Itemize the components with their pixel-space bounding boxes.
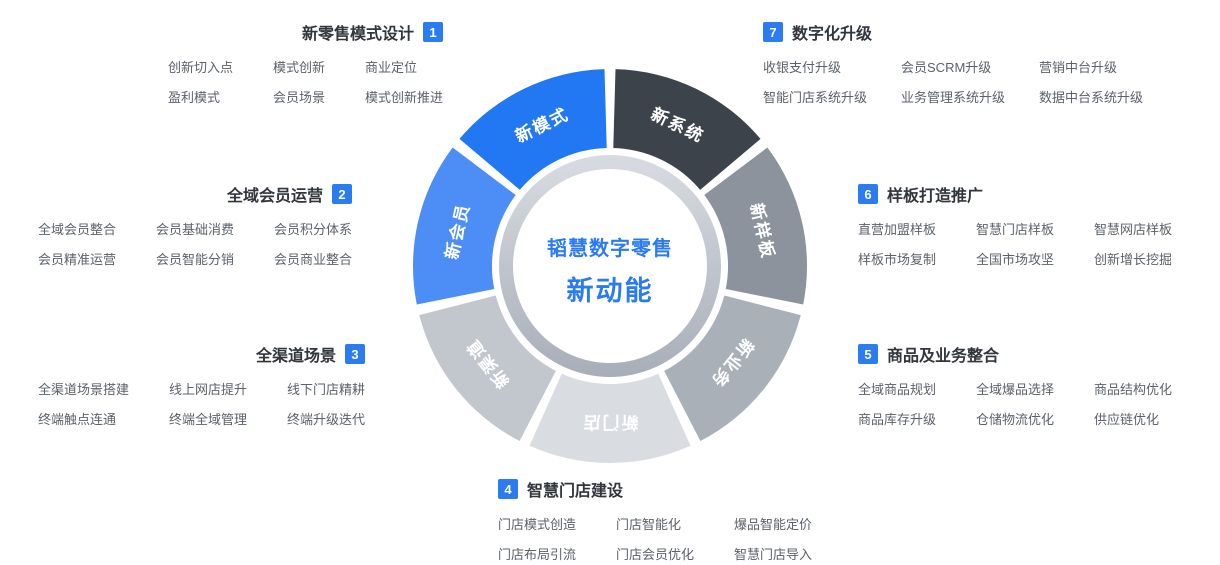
group-item: 智慧门店样板 — [976, 222, 1055, 237]
group-item: 商业定位 — [365, 60, 418, 75]
group-item: 创新切入点 — [168, 60, 234, 75]
group-item: 仓储物流优化 — [976, 412, 1055, 427]
group-item: 创新增长挖掘 — [1094, 252, 1173, 267]
group-item: 门店智能化 — [616, 517, 682, 532]
group-item: 商品结构优化 — [1094, 382, 1173, 397]
group-item: 门店会员优化 — [616, 547, 695, 562]
section-3-title-row: 全渠道场景 3 — [38, 342, 366, 366]
group-item: 终端全域管理 — [169, 412, 248, 427]
group-item: 数据中台系统升级 — [1039, 90, 1144, 105]
section-6-number-badge: 6 — [858, 184, 878, 204]
section-2-number-badge: 2 — [332, 184, 353, 204]
group-item: 门店模式创造 — [498, 517, 577, 532]
section-1-new-retail-model-design: 新零售模式设计 1 创新切入点 模式创新 商业定位 盈利模式 会员场景 模式创新… — [168, 20, 444, 106]
wheel-center-text: 韬慧数字零售 新动能 — [495, 232, 725, 308]
group-item: 供应链优化 — [1094, 412, 1160, 427]
wheel-segment-5 — [419, 295, 556, 442]
section-5-goods-business-integration: 5 商品及业务整合 全域商品规划 全域爆品选择 商品结构优化 商品库存升级 仓储… — [858, 342, 1172, 428]
group-item: 全渠道场景搭建 — [38, 382, 130, 397]
group-item: 终端升级迭代 — [287, 412, 366, 427]
wheel-segment-label: 新门店 — [582, 413, 639, 433]
group-item: 门店布局引流 — [498, 547, 577, 562]
section-7-title: 数字化升级 — [792, 26, 873, 43]
section-7-digital-upgrade: 7 数字化升级 收银支付升级 会员SCRM升级 营销中台升级 智能门店系统升级 … — [763, 20, 1143, 106]
section-4-title: 智慧门店建设 — [527, 483, 624, 500]
group-item: 会员SCRM升级 — [901, 60, 992, 75]
section-6-items: 直营加盟样板 智慧门店样板 智慧网店样板 样板市场复制 全国市场攻坚 创新增长挖… — [858, 219, 1172, 268]
wheel-segment-7 — [459, 69, 607, 190]
section-4-title-row: 4 智慧门店建设 — [498, 477, 812, 501]
group-item: 会员场景 — [273, 90, 326, 105]
wheel-segment-3 — [664, 295, 801, 442]
section-5-number-badge: 5 — [858, 344, 878, 364]
group-item: 线下门店精耕 — [287, 382, 366, 397]
group-item: 营销中台升级 — [1039, 60, 1118, 75]
section-1-title-row: 新零售模式设计 1 — [168, 20, 444, 44]
section-5-title: 商品及业务整合 — [887, 348, 1000, 365]
group-item: 线上网店提升 — [169, 382, 248, 397]
section-1-number-badge: 1 — [423, 22, 444, 42]
group-item: 终端触点连通 — [38, 412, 117, 427]
group-item: 模式创新推进 — [365, 90, 444, 105]
section-5-items: 全域商品规划 全域爆品选择 商品结构优化 商品库存升级 仓储物流优化 供应链优化 — [858, 379, 1172, 428]
section-3-omnichannel-scene: 全渠道场景 3 全渠道场景搭建 线上网店提升 线下门店精耕 终端触点连通 终端全… — [38, 342, 366, 428]
section-3-title: 全渠道场景 — [256, 348, 337, 365]
section-2-title: 全域会员运营 — [227, 188, 324, 205]
section-4-smart-store-construction: 4 智慧门店建设 门店模式创造 门店智能化 爆品智能定价 门店布局引流 门店会员… — [498, 477, 812, 563]
section-5-title-row: 5 商品及业务整合 — [858, 342, 1172, 366]
group-item: 业务管理系统升级 — [901, 90, 1006, 105]
center-circle — [513, 169, 707, 363]
section-1-title: 新零售模式设计 — [302, 26, 415, 43]
group-item: 全域会员整合 — [38, 222, 117, 237]
wheel-segment-2 — [704, 147, 808, 305]
group-item: 会员积分体系 — [274, 222, 353, 237]
group-item: 商品库存升级 — [858, 412, 937, 427]
section-3-items: 全渠道场景搭建 线上网店提升 线下门店精耕 终端触点连通 终端全域管理 终端升级… — [38, 379, 365, 428]
group-item: 智慧网店样板 — [1094, 222, 1173, 237]
group-item: 全域商品规划 — [858, 382, 937, 397]
group-item: 智慧门店导入 — [734, 547, 813, 562]
wheel-segment-1 — [613, 69, 761, 190]
center-title: 韬慧数字零售 — [547, 238, 673, 260]
group-item: 盈利模式 — [168, 90, 221, 105]
group-item: 会员商业整合 — [274, 252, 353, 267]
group-item: 智能门店系统升级 — [763, 90, 868, 105]
group-item: 全域爆品选择 — [976, 382, 1055, 397]
center-subtitle: 新动能 — [566, 276, 654, 306]
group-item: 收银支付升级 — [763, 60, 842, 75]
section-6-model-promotion: 6 样板打造推广 直营加盟样板 智慧门店样板 智慧网店样板 样板市场复制 全国市… — [858, 182, 1172, 268]
section-2-title-row: 全域会员运营 2 — [38, 182, 353, 206]
section-6-title-row: 6 样板打造推广 — [858, 182, 1172, 206]
section-4-items: 门店模式创造 门店智能化 爆品智能定价 门店布局引流 门店会员优化 智慧门店导入 — [498, 514, 812, 563]
group-item: 会员精准运营 — [38, 252, 117, 267]
wheel-segment-6 — [412, 147, 516, 305]
section-2-items: 全域会员整合 会员基础消费 会员积分体系 会员精准运营 会员智能分销 会员商业整… — [38, 219, 352, 268]
section-7-number-badge: 7 — [763, 22, 783, 42]
section-2-member-operation: 全域会员运营 2 全域会员整合 会员基础消费 会员积分体系 会员精准运营 会员智… — [38, 182, 353, 268]
section-1-items: 创新切入点 模式创新 商业定位 盈利模式 会员场景 模式创新推进 — [168, 57, 443, 106]
group-item: 直营加盟样板 — [858, 222, 937, 237]
group-item: 会员智能分销 — [156, 252, 235, 267]
section-7-items: 收银支付升级 会员SCRM升级 营销中台升级 智能门店系统升级 业务管理系统升级… — [763, 57, 1143, 106]
wheel-segment-4 — [529, 373, 691, 464]
group-item: 模式创新 — [273, 60, 326, 75]
section-7-title-row: 7 数字化升级 — [763, 20, 1143, 44]
group-item: 爆品智能定价 — [734, 517, 813, 532]
section-4-number-badge: 4 — [498, 479, 518, 499]
group-item: 全国市场攻坚 — [976, 252, 1055, 267]
section-3-number-badge: 3 — [345, 344, 366, 364]
section-6-title: 样板打造推广 — [887, 188, 984, 205]
group-item: 会员基础消费 — [156, 222, 235, 237]
group-item: 样板市场复制 — [858, 252, 937, 267]
